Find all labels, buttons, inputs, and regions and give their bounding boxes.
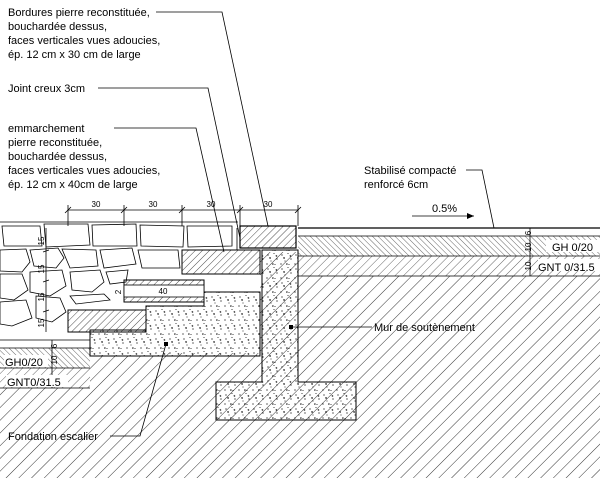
top-dimension-line: 30 30 30 30 — [64, 200, 302, 226]
gh-label-right: GH 0/20 — [552, 242, 593, 254]
dim-left-layer-10: 10 — [50, 355, 59, 364]
bordures-line-1: Bordures pierre reconstituée, — [8, 7, 150, 19]
joint-label: Joint creux 3cm — [8, 83, 85, 95]
bordures-line-4: ép. 12 cm x 30 cm de large — [8, 49, 141, 61]
dim-top-4: 30 — [264, 200, 273, 209]
annotation-stabilise: Stabilisé compacté renforcé 6cm — [364, 165, 495, 229]
dim-left-1: 15 — [37, 236, 46, 245]
dim-left-4: 15 — [37, 318, 46, 327]
stabilise-layer — [298, 228, 600, 236]
dim-top-3: 30 — [207, 200, 216, 209]
emmarchement-line-3: bouchardée dessus, — [8, 151, 107, 163]
slope-label: 0.5% — [432, 203, 457, 215]
stabilise-line-2: renforcé 6cm — [364, 179, 428, 191]
right-pavement-layers — [298, 227, 600, 277]
dim-left-2: 15 — [37, 264, 46, 273]
dim-tread-40: 40 — [159, 287, 168, 296]
gh-label-left: GH0/20 — [5, 357, 43, 369]
gnt-label-right: GNT 0/31.5 — [538, 262, 595, 274]
dim-left-3: 15 — [37, 292, 46, 301]
dim-left-layer-6: 6 — [50, 343, 59, 348]
emmarchement-line-2: pierre reconstituée, — [8, 137, 102, 149]
emmarchement-line-1: emmarchement — [8, 123, 84, 135]
border-stone — [239, 225, 297, 249]
fondation-label: Fondation escalier — [8, 431, 98, 443]
annotation-bordures: Bordures pierre reconstituée, bouchardée… — [8, 7, 269, 227]
dim-right-10a: 10 — [524, 242, 533, 251]
annotation-joint: Joint creux 3cm — [8, 83, 241, 239]
dim-top-1: 30 — [92, 200, 101, 209]
retaining-wall — [215, 249, 357, 421]
gnt-label-left: GNT0/31.5 — [7, 377, 61, 389]
emmarchement-line-5: ép. 12 cm x 40cm de large — [8, 179, 138, 191]
left-dimension-line: 15 15 15 15 2 40 — [37, 228, 168, 332]
dim-top-2: 30 — [149, 200, 158, 209]
bordures-line-3: faces verticales vues adoucies, — [8, 35, 160, 47]
lower-tread — [67, 309, 147, 333]
stair-treads — [67, 249, 261, 333]
emmarchement-line-4: faces verticales vues adoucies, — [8, 165, 160, 177]
top-tread — [181, 249, 261, 275]
dim-right-10b: 10 — [524, 261, 533, 270]
gnt-layer-right — [298, 256, 600, 276]
right-layer-dimensions: 6 10 10 GH 0/20 GNT 0/31.5 — [524, 228, 600, 276]
tread-40-block — [123, 284, 205, 298]
dim-riser: 2 — [114, 289, 123, 294]
slope-indicator: 0.5% — [412, 203, 474, 219]
stabilise-line-1: Stabilisé compacté — [364, 165, 456, 177]
dim-right-6: 6 — [524, 230, 533, 235]
left-layer-labels: 6 10 GH0/20 GNT0/31.5 — [4, 340, 68, 389]
bordures-line-2: bouchardée dessus, — [8, 21, 107, 33]
mur-label: Mur de soutènement — [374, 322, 475, 334]
annotation-fondation: Fondation escalier — [8, 342, 168, 443]
annotation-mur: Mur de soutènement — [289, 322, 475, 334]
annotation-emmarchement: emmarchement pierre reconstituée, boucha… — [8, 123, 225, 253]
gh-layer-right — [298, 236, 600, 256]
